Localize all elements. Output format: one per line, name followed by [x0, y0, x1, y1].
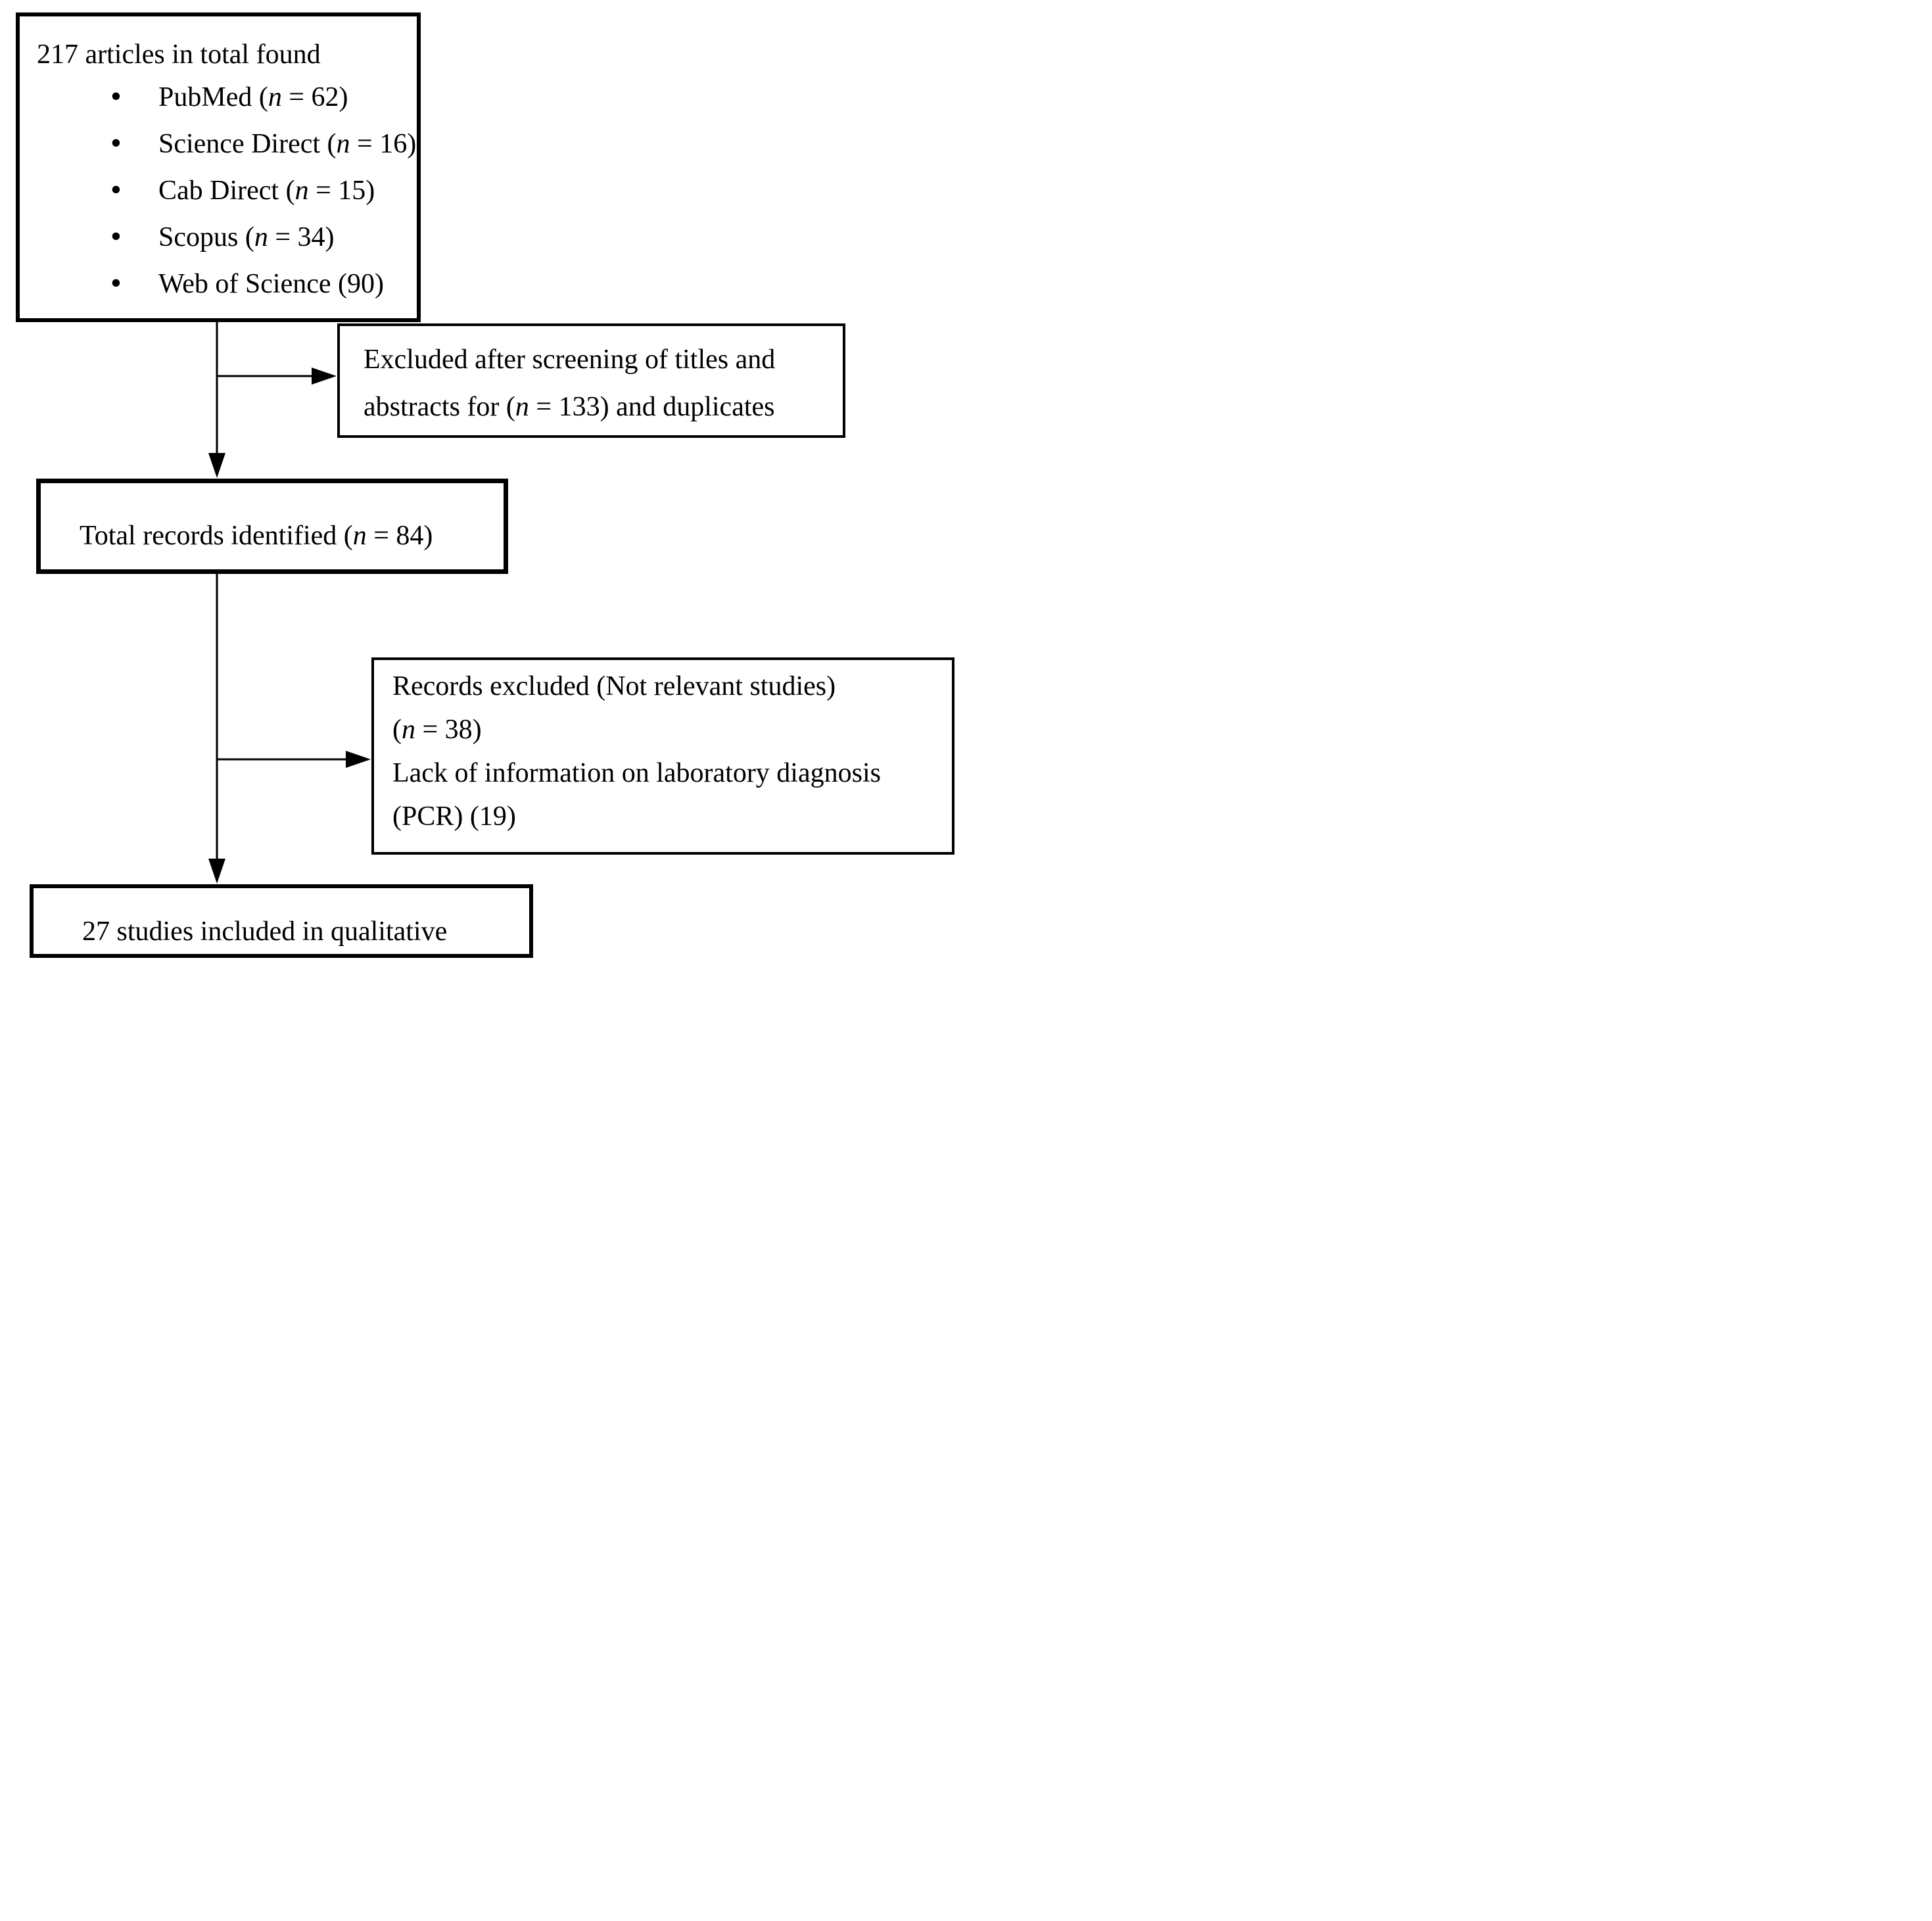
- bullet-icon: •: [110, 172, 122, 207]
- total-records-line: Total records identified (n = 84): [80, 513, 504, 559]
- excluded-screening-line-1: Excluded after screening of titles and: [364, 336, 843, 383]
- item-text-post: = 16): [350, 129, 417, 159]
- item-text: Web of Science (90): [158, 269, 384, 299]
- box-total-records-identified: Total records identified (n = 84): [36, 479, 508, 574]
- line-text: (: [392, 715, 402, 745]
- item-text-post: = 34): [268, 222, 335, 252]
- box-studies-included: 27 studies included in qualitative: [30, 884, 533, 958]
- studies-included-line: 27 studies included in qualitative: [82, 912, 529, 951]
- list-item-cab-direct: • Cab Direct (n = 15): [37, 168, 412, 214]
- list-item-scopus: • Scopus (n = 34): [37, 214, 412, 261]
- line-text: Total records identified (: [80, 521, 353, 551]
- line-n-var: n: [515, 392, 529, 422]
- item-text-post: = 62): [281, 82, 348, 112]
- articles-found-title: 217 articles in total found: [37, 39, 321, 70]
- item-text: PubMed (: [158, 82, 268, 112]
- box-records-excluded: Records excluded (Not relevant studies) …: [371, 657, 954, 855]
- item-n-var: n: [268, 82, 282, 112]
- bullet-icon: •: [110, 79, 122, 114]
- item-n-var: n: [254, 222, 268, 252]
- box-articles-found: 217 articles in total found • PubMed (n …: [16, 12, 421, 322]
- list-item-pubmed: • PubMed (n = 62): [37, 74, 412, 121]
- line-text: (PCR) (19): [392, 801, 516, 832]
- records-excluded-line-3: Lack of information on laboratory diagno…: [392, 751, 952, 795]
- literature-screening-flow-diagram: 217 articles in total found • PubMed (n …: [0, 0, 966, 960]
- list-item-web-of-science: • Web of Science (90): [37, 261, 412, 308]
- records-excluded-line-1: Records excluded (Not relevant studies): [392, 665, 952, 708]
- line-text-post: = 133) and duplicates: [529, 392, 775, 422]
- line-text: Lack of information on laboratory diagno…: [392, 758, 881, 788]
- item-n-var: n: [295, 176, 309, 206]
- line-text-post: = 38): [415, 715, 482, 745]
- records-excluded-line-4: (PCR) (19): [392, 795, 952, 838]
- arrowhead-right-to-excluded-screening: [312, 368, 337, 385]
- arrowhead-down-to-total: [208, 453, 225, 478]
- source-database-list: • PubMed (n = 62) • Science Direct (n = …: [37, 74, 416, 308]
- line-text-post: = 84): [366, 521, 433, 551]
- line-n-var: n: [402, 715, 415, 745]
- line-text: 27 studies included in qualitative: [82, 916, 448, 947]
- item-n-var: n: [336, 129, 350, 159]
- line-text: abstracts for (: [364, 392, 515, 422]
- bullet-icon: •: [110, 126, 122, 160]
- line-text: Excluded after screening of titles and: [364, 344, 776, 375]
- item-text: Scopus (: [158, 222, 254, 252]
- arrowhead-down-to-included: [208, 859, 225, 884]
- item-text: Science Direct (: [158, 129, 337, 159]
- line-n-var: n: [352, 521, 367, 551]
- excluded-screening-line-2: abstracts for (n = 133) and duplicates: [364, 383, 843, 431]
- arrowhead-right-to-records-excluded: [346, 751, 371, 768]
- records-excluded-line-2: (n = 38): [392, 708, 952, 751]
- bullet-icon: •: [110, 219, 122, 254]
- item-text: Cab Direct (: [158, 176, 295, 206]
- list-item-science-direct: • Science Direct (n = 16): [37, 121, 416, 168]
- box-excluded-after-screening: Excluded after screening of titles and a…: [337, 323, 845, 438]
- item-text-post: = 15): [308, 176, 375, 206]
- line-text: Records excluded (Not relevant studies): [392, 671, 836, 701]
- bullet-icon: •: [110, 266, 122, 300]
